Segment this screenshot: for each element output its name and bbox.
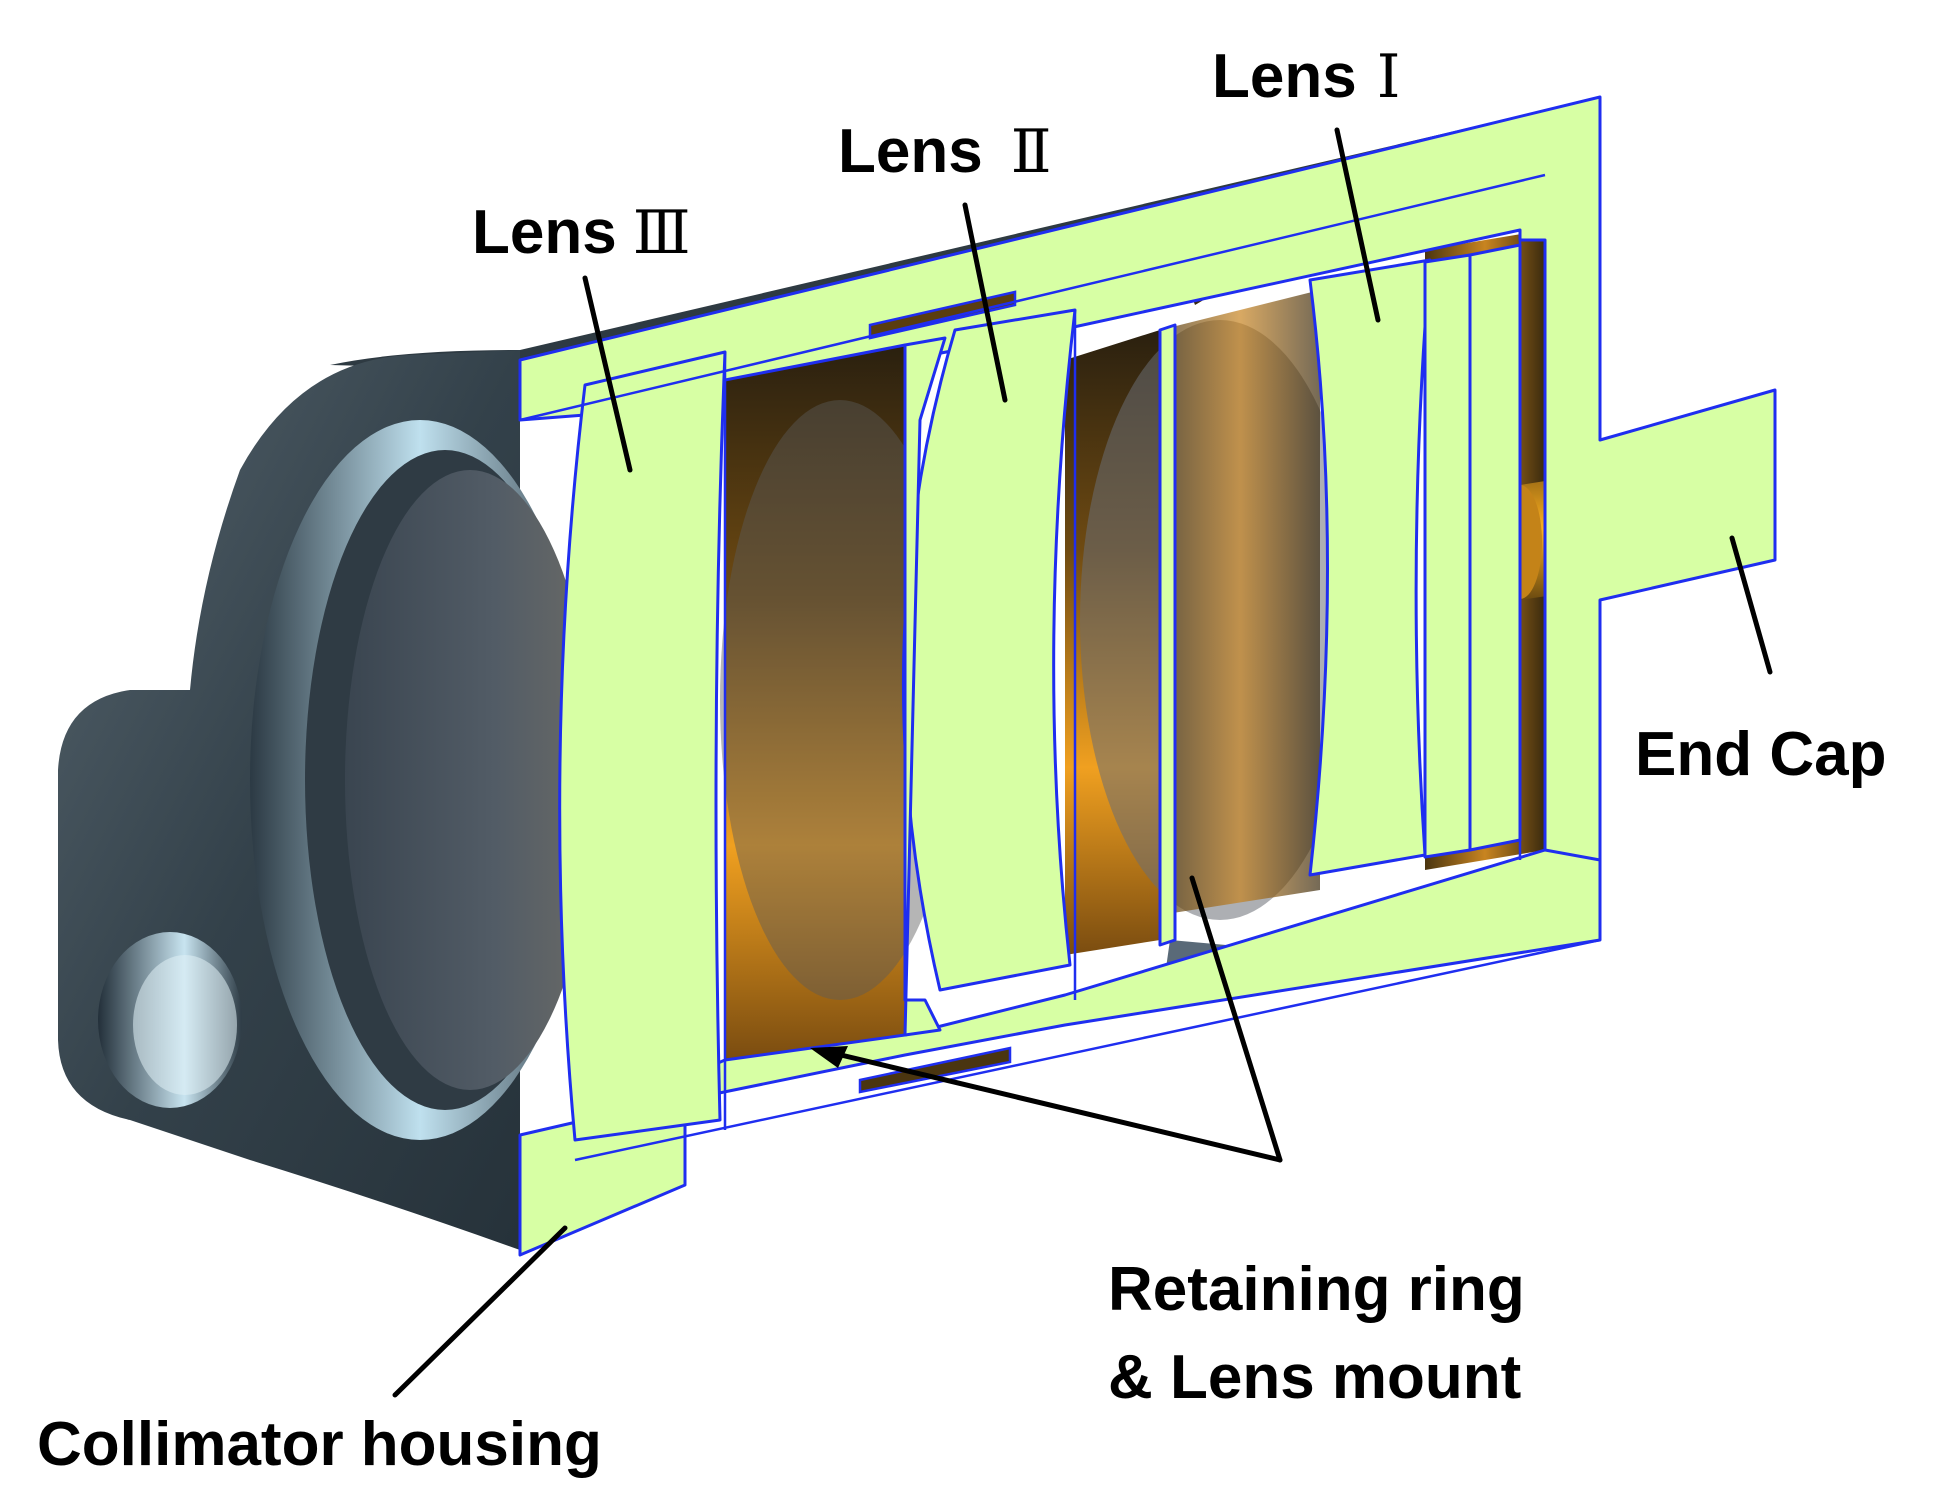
- retaining-ring: [903, 336, 947, 1037]
- label-retaining-line2: & Lens mount: [1108, 1343, 1521, 1412]
- inner-cavities: [720, 185, 1545, 1060]
- leader-housing: [392, 1225, 568, 1398]
- leader-retaining-b: [1189, 875, 1283, 1163]
- label-collimator-housing: Collimator housing: [37, 1410, 602, 1479]
- leader-retaining-a: [817, 1047, 1283, 1163]
- label-retaining-line1: Retaining ring: [1108, 1255, 1525, 1324]
- leader-lens-2: [962, 202, 1008, 403]
- lens-2: [901, 308, 1077, 992]
- housing-section: [518, 95, 1777, 1257]
- leader-end-cap: [1729, 535, 1773, 675]
- leader-lens-1: [1334, 127, 1381, 323]
- lens-3: [558, 350, 727, 1142]
- housing-exterior: [58, 97, 1600, 1250]
- leader-lens-3: [582, 275, 633, 473]
- arrow-head-retaining: [810, 1046, 848, 1068]
- label-end-cap: End Cap: [1635, 720, 1886, 789]
- leader-lines: [392, 127, 1773, 1398]
- lens-1: [1308, 258, 1432, 877]
